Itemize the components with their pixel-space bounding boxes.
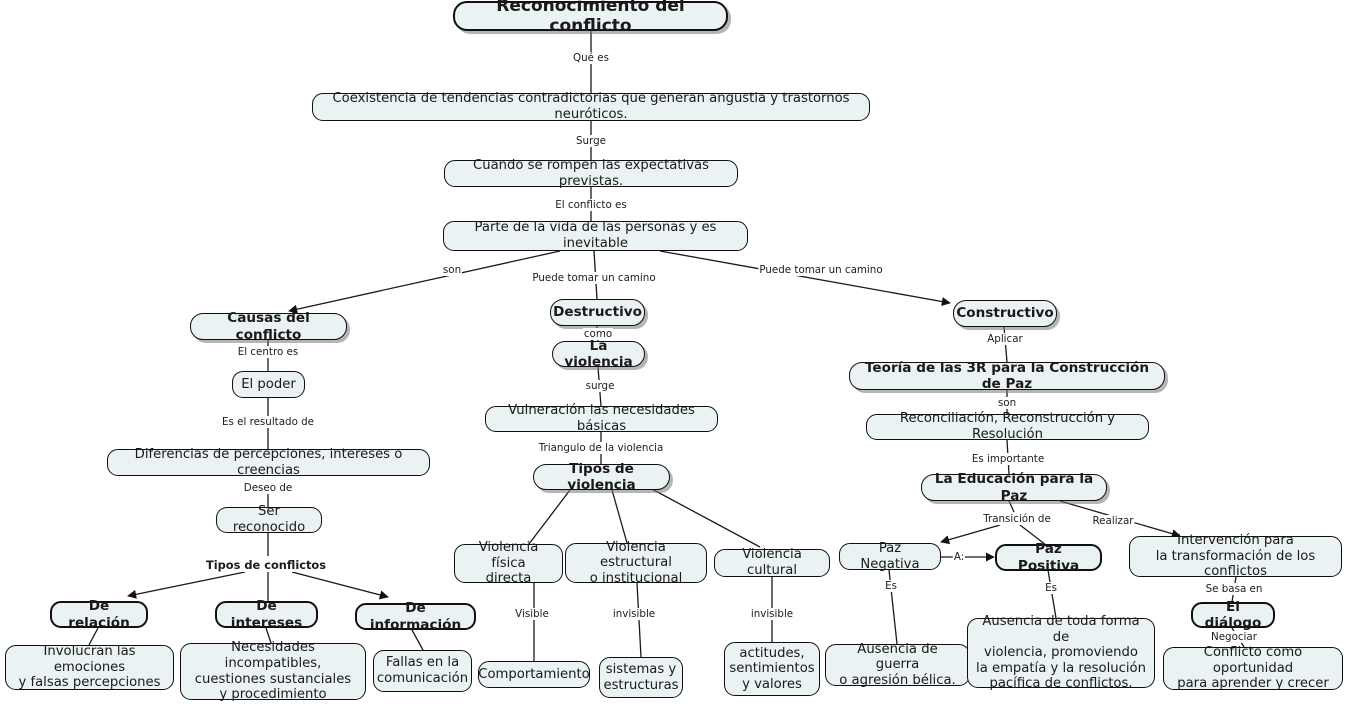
node-destructivo[interactable]: Destructivo (550, 299, 645, 326)
edge-tipos-cultural (649, 487, 761, 548)
node-involucran[interactable]: Involucran las emociones y falsas percep… (5, 644, 174, 690)
edge-informacion-fallas (411, 629, 424, 651)
node-violencia-estructural[interactable]: Violencia estructural o institucional (565, 540, 707, 586)
node-coexistencia[interactable]: Coexistencia de tendencias contradictori… (312, 91, 870, 122)
node-comportamiento[interactable]: Comportamiento (478, 661, 590, 688)
node-el-dialogo[interactable]: El diálogo (1191, 599, 1275, 631)
node-parte-vida[interactable]: Parte de la vida de las personas y es in… (443, 220, 748, 251)
edge-parte-constructivo (659, 250, 951, 307)
node-teoria-3r[interactable]: Teoría de las 3R para la Construcción de… (849, 360, 1165, 392)
edge-label-surge: Surge (575, 135, 607, 147)
node-tipos-de-violencia[interactable]: Tipos de violencia (533, 461, 670, 493)
edge-label-invisible-1: invisible (611, 608, 657, 620)
node-ausencia-toda[interactable]: Ausencia de toda forma de violencia, pro… (967, 614, 1155, 691)
edge-label-se-basa-en: Se basa en (1204, 583, 1264, 595)
node-intervencion[interactable]: Intervención para la transformación de l… (1129, 533, 1342, 579)
node-necesidades[interactable]: Necesidades incompatibles, cuestiones su… (180, 640, 366, 702)
node-causas-del-conflicto[interactable]: Causas del conflicto (190, 310, 347, 343)
node-paz-negativa[interactable]: Paz Negativa (839, 541, 941, 572)
edge-label-negociar: Negociar (1210, 631, 1258, 643)
node-sistemas[interactable]: sistemas y estructuras (599, 657, 683, 698)
edge-label-realizar: Realizar (1091, 515, 1135, 527)
edge-label-como: como (582, 328, 614, 340)
node-ser-reconocido[interactable]: Ser reconocido (216, 504, 322, 535)
node-de-relacion[interactable]: De relación (50, 598, 148, 631)
edge-label-es-el-resultado-de: Es el resultado de (220, 416, 316, 428)
edge-label-puede-tomar-camino-1: Puede tomar un camino (531, 272, 657, 284)
node-constructivo[interactable]: Constructivo (953, 300, 1057, 327)
node-paz-positiva[interactable]: Paz Positiva (995, 541, 1102, 574)
edge-parte-causas (288, 250, 561, 314)
node-fallas[interactable]: Fallas en la comunicación (373, 650, 472, 692)
node-actitudes[interactable]: actitudes, sentimientos y valores (724, 642, 820, 696)
edge-label-deseo-de: Deseo de (242, 482, 294, 494)
edge-hub-relacion (127, 571, 246, 599)
edge-pazpositiva-ausenciatoda (1047, 569, 1057, 619)
edge-label-que-es: Qué es (572, 52, 610, 64)
edge-label-son-causas: son (441, 264, 463, 276)
edge-label-triangulo-violencia: Triangulo de la violencia (537, 442, 665, 454)
node-reconciliacion[interactable]: Reconciliación, Reconstrucción y Resoluc… (866, 411, 1149, 442)
node-conflicto-oportunidad[interactable]: Conflicto como oportunidad para aprender… (1163, 645, 1343, 691)
node-educacion-paz[interactable]: La Educación para la Paz (921, 471, 1107, 504)
edge-tipos-fisica (528, 489, 571, 545)
node-de-informacion[interactable]: De información (355, 600, 476, 633)
edge-label-puede-tomar-camino-2: Puede tomar un camino (758, 264, 884, 276)
edge-relacion-involucran (88, 627, 99, 646)
edge-label-surge-2: surge (584, 380, 616, 392)
edge-hub-informacion (291, 571, 389, 600)
node-violencia-cultural[interactable]: Violencia cultural (714, 547, 830, 578)
edge-transicion-paznegativa (940, 524, 1001, 545)
edge-label-el-conflicto-es: El conflicto es (554, 199, 628, 211)
node-diferencias[interactable]: Diferencias de percepciones, intereses o… (107, 447, 430, 478)
edge-label-invisible-2: invisible (749, 608, 795, 620)
edge-label-es-importante: Es importante (970, 453, 1046, 465)
edge-estructural-sistemas (636, 582, 642, 658)
edge-label-transicion-de: Transición de (982, 513, 1052, 525)
edge-label-tipos-de-conflictos: Tipos de conflictos (204, 558, 328, 572)
node-cuando-rompen[interactable]: Cuando se rompen las expectativas previs… (444, 158, 738, 189)
edge-label-a-transicion: A: (952, 551, 966, 563)
edge-label-el-centro-es: El centro es (236, 346, 300, 358)
node-violencia-fisica[interactable]: Violencia física directa (454, 540, 563, 586)
edge-label-visible: Visible (514, 608, 550, 620)
node-de-intereses[interactable]: De intereses (215, 598, 318, 631)
edge-label-es-paz-positiva: Es (1044, 582, 1058, 594)
edge-label-son-3r: son (996, 397, 1018, 409)
edge-label-es-paz-negativa: Es (884, 580, 898, 592)
node-la-violencia[interactable]: La violencia (552, 338, 645, 370)
node-ausencia-guerra[interactable]: Ausencia de guerra o agresión bélica. (825, 642, 970, 688)
node-el-poder[interactable]: El poder (232, 371, 305, 398)
edge-tipos-estructural (611, 489, 628, 544)
edge-label-aplicar: Aplicar (986, 333, 1024, 345)
node-vulneracion[interactable]: Vulneración las necesidades básicas (485, 403, 718, 434)
node-root[interactable]: Reconocimiento del conflicto (453, 0, 728, 36)
